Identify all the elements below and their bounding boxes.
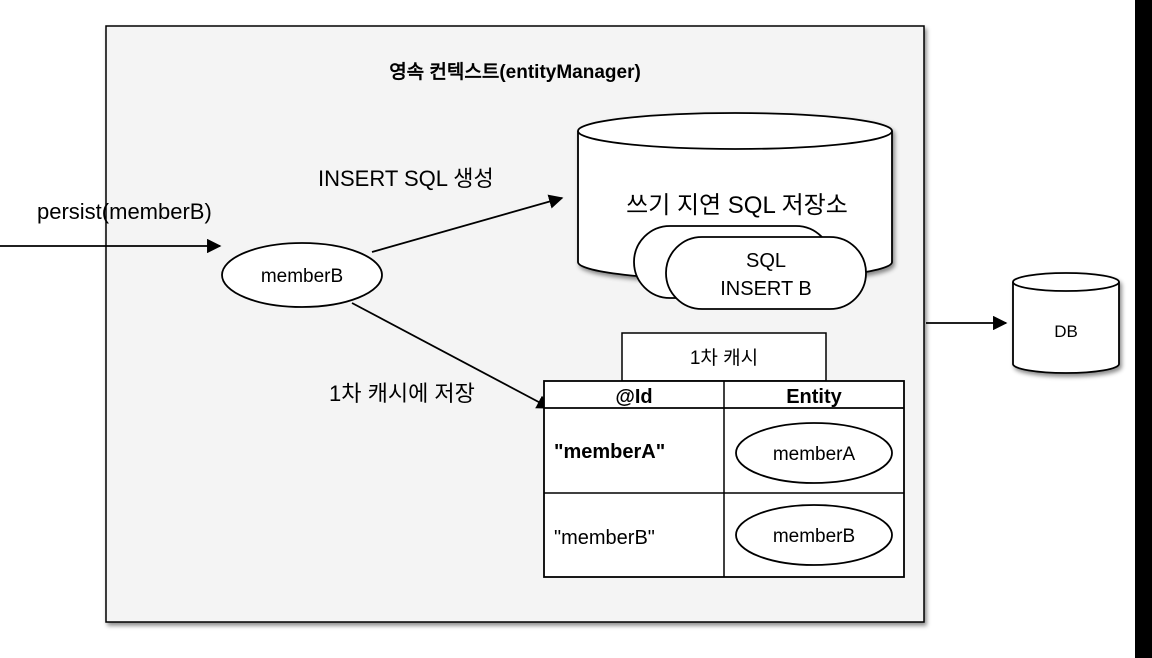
persist-call-label: persist(memberB) — [37, 199, 212, 224]
sql-pill-front — [665, 236, 867, 310]
cache-row-entity-label: memberA — [773, 444, 856, 465]
db-label: DB — [1054, 322, 1078, 341]
cache-row-entity-label: memberB — [773, 526, 855, 547]
context-title: 영속 컨텍스트(entityManager) — [389, 61, 641, 83]
cache-row-entity-node — [735, 422, 893, 484]
store-cache-label: 1차 캐시에 저장 — [329, 381, 475, 406]
store-cache-arrow — [351, 302, 552, 409]
insert-sql-arrow — [371, 194, 564, 253]
sql-pill-line1: SQL — [746, 250, 786, 272]
first-level-cache-title: 1차 캐시 — [690, 347, 758, 369]
db-cylinder — [1012, 272, 1120, 374]
insert-sql-label: INSERT SQL 생성 — [318, 166, 494, 191]
entity-memberB-label: memberB — [261, 266, 343, 287]
sql-pill-line2: INSERT B — [720, 278, 812, 300]
cache-row-id: "memberB" — [554, 527, 655, 549]
entity-memberB-node — [221, 242, 383, 308]
cache-header-entity: Entity — [786, 386, 842, 408]
cache-row-id: "memberA" — [554, 441, 665, 463]
first-level-cache-title-box — [621, 332, 827, 382]
cache-header-id: @Id — [615, 386, 652, 408]
cache-row-entity-node — [735, 504, 893, 566]
write-behind-store-title: 쓰기 지연 SQL 저장소 — [626, 192, 848, 219]
